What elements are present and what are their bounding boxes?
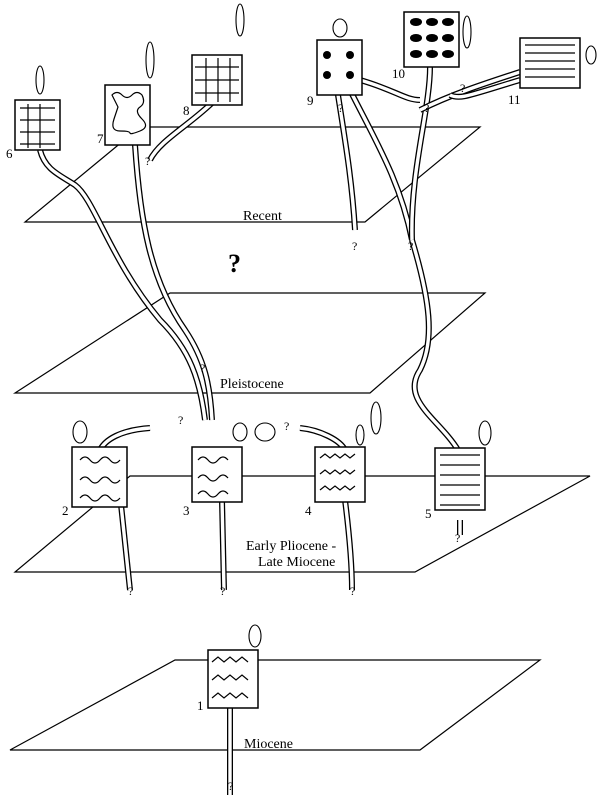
specimen-number: 2: [62, 503, 69, 518]
seed-icons: [35, 3, 597, 648]
specimen-box-11: [519, 37, 581, 89]
specimen-number: 7: [97, 131, 104, 146]
svg-text:?: ?: [128, 584, 133, 598]
specimen-number: 11: [508, 92, 521, 107]
label-pleistocene: Pleistocene: [220, 377, 284, 392]
specimen-box-7: [104, 84, 151, 146]
label-miocene: Miocene: [244, 737, 293, 752]
svg-text:?: ?: [200, 361, 205, 375]
uncertainty-marks: ? ? ? ? ? ? ? ? ? ? ? ? ? ?: [128, 81, 465, 793]
specimen-number: 5: [425, 506, 432, 521]
plane-pleistocene: [12, 292, 487, 394]
big-question-mark: ?: [228, 249, 241, 278]
specimen-box-2: [71, 446, 128, 508]
specimen-number: 6: [6, 146, 13, 161]
specimen-number: 4: [305, 503, 312, 518]
svg-text:?: ?: [408, 239, 413, 253]
specimen-number: 10: [392, 66, 405, 81]
lineages: [37, 66, 521, 795]
specimen-number: 1: [197, 698, 204, 713]
plane-miocene: [9, 659, 542, 751]
svg-text:?: ?: [460, 81, 465, 95]
label-pliocene-2: Late Miocene: [258, 555, 335, 570]
svg-text:?: ?: [338, 101, 343, 115]
specimen-number: 8: [183, 103, 190, 118]
specimen-number: 9: [307, 93, 314, 108]
specimen-box-9: [316, 39, 363, 96]
specimen-box-3: [191, 446, 243, 503]
svg-text:?: ?: [220, 584, 225, 598]
svg-text:?: ?: [424, 101, 429, 115]
specimen-box-5: [434, 447, 486, 511]
label-pliocene-1: Early Pliocene -: [246, 539, 337, 554]
svg-text:?: ?: [228, 779, 233, 793]
svg-text:?: ?: [145, 154, 150, 168]
specimen-boxes: [14, 11, 581, 709]
svg-text:?: ?: [284, 419, 289, 433]
svg-text:?: ?: [350, 584, 355, 598]
svg-text:?: ?: [178, 413, 183, 427]
label-recent: Recent: [243, 209, 282, 224]
specimen-number: 3: [183, 503, 190, 518]
svg-text:?: ?: [352, 239, 357, 253]
svg-text:?: ?: [455, 531, 460, 545]
